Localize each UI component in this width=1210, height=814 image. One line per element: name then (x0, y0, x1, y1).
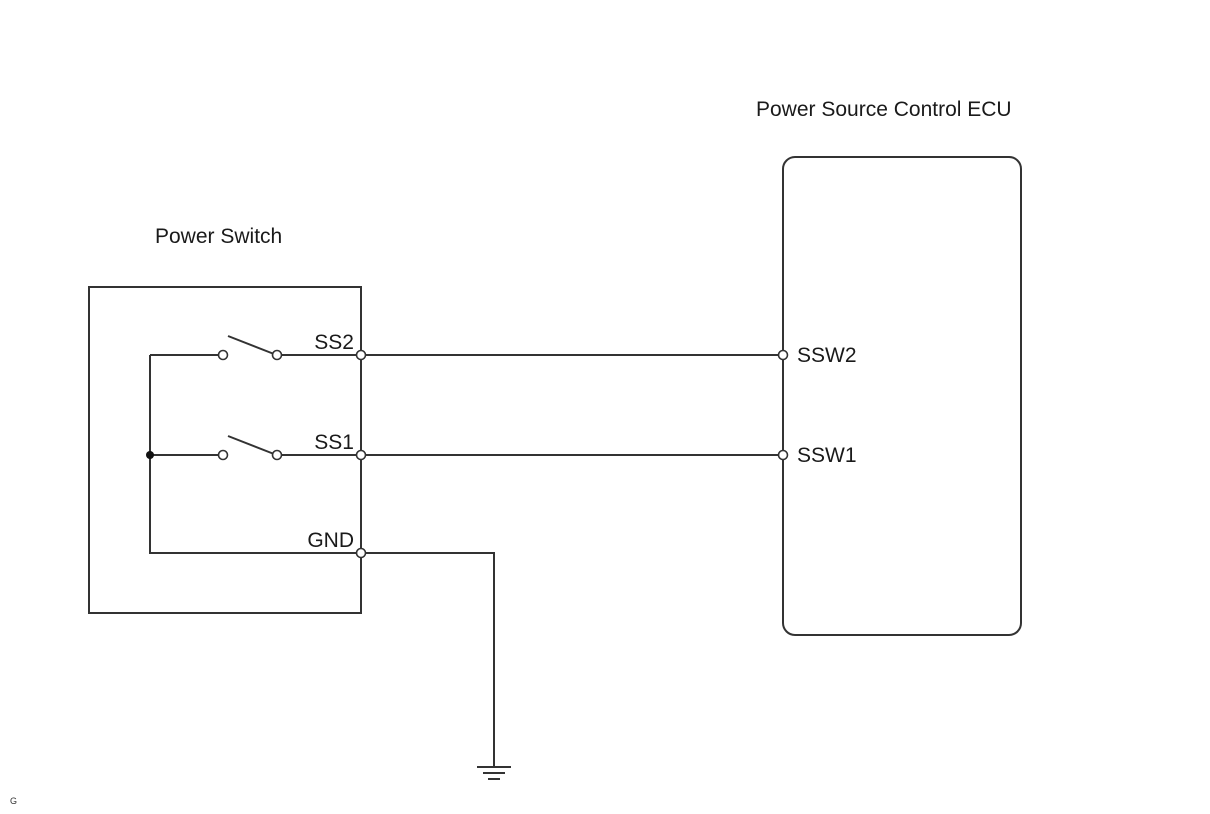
junction-dot (146, 451, 154, 459)
pin-label-ss1: SS1 (314, 431, 354, 454)
power-switch-label: Power Switch (155, 225, 282, 248)
pin-label-gnd: GND (307, 529, 354, 552)
ground-icon (477, 766, 511, 780)
pin-label-ss2: SS2 (314, 331, 354, 354)
terminal-gnd (355, 547, 367, 559)
switch-ss2 (150, 335, 361, 361)
terminal-ss1 (355, 449, 367, 461)
pin-label-ssw1: SSW1 (797, 444, 857, 467)
switch-ss1 (150, 435, 361, 461)
figure-code: G (10, 796, 17, 806)
ground-wire (361, 552, 495, 766)
pin-label-ssw2: SSW2 (797, 344, 857, 367)
terminal-ssw2 (777, 349, 789, 361)
terminal-ss2 (355, 349, 367, 361)
ecu-box (782, 156, 1022, 636)
internal-common-wire (149, 355, 361, 554)
ecu-label: Power Source Control ECU (756, 98, 1012, 121)
terminal-ssw1 (777, 449, 789, 461)
